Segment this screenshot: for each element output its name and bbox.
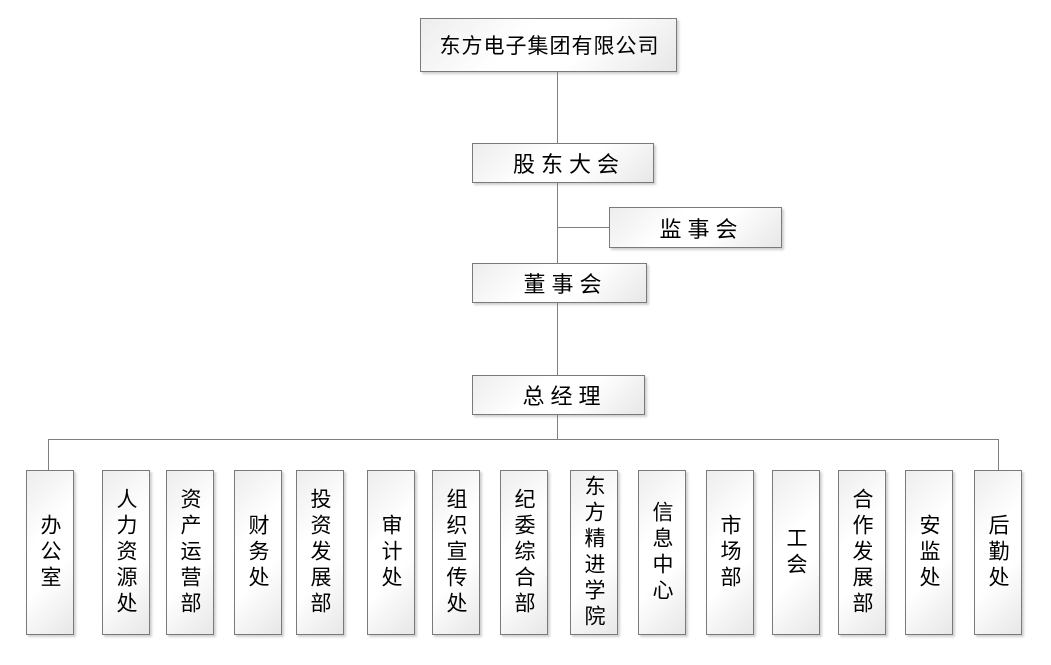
node-general-manager-label: 总经理: [522, 385, 607, 410]
node-general-manager: 总经理: [472, 375, 645, 415]
node-dept-marketing-label: 市场部: [718, 513, 742, 592]
node-dept-logistics: 后勤处: [974, 470, 1022, 635]
connector-board-to-gm: [556, 303, 558, 375]
node-dept-audit-label: 审计处: [379, 513, 403, 592]
connector-branch-to-supervisory: [557, 226, 609, 228]
node-dept-finance-label: 财务处: [246, 513, 270, 592]
node-dept-discipline-inspection-label: 纪委综合部: [512, 487, 536, 618]
node-dept-information-center-label: 信息中心: [650, 500, 674, 605]
node-dept-labor-union: 工会: [772, 470, 820, 635]
node-dept-logistics-label: 后勤处: [986, 513, 1010, 592]
node-company-label: 东方电子集团有限公司: [439, 34, 660, 58]
node-dept-human-resources: 人力资源处: [102, 470, 150, 635]
node-dept-discipline-inspection: 纪委综合部: [500, 470, 548, 635]
node-dept-organization-publicity-label: 组织宣传处: [444, 487, 468, 618]
node-board-of-directors-label: 董事会: [523, 273, 608, 298]
node-dept-organization-publicity: 组织宣传处: [432, 470, 480, 635]
node-dept-marketing: 市场部: [706, 470, 754, 635]
node-supervisory-board: 监事会: [609, 207, 782, 248]
node-dept-human-resources-label: 人力资源处: [114, 487, 138, 618]
node-shareholders-meeting-label: 股东大会: [512, 153, 625, 178]
connector-gm-to-main-rail: [556, 415, 558, 440]
node-dept-information-center: 信息中心: [638, 470, 686, 635]
node-supervisory-board-label: 监事会: [659, 217, 744, 243]
node-dept-asset-operations: 资产运营部: [166, 470, 214, 635]
connector-rail-to-last-dept: [997, 439, 999, 470]
connector-shareholders-to-board: [556, 183, 558, 263]
node-dept-office-label: 办公室: [38, 513, 62, 592]
node-board-of-directors: 董事会: [472, 263, 647, 303]
node-company: 东方电子集团有限公司: [420, 18, 677, 72]
node-dept-investment-development-label: 投资发展部: [308, 487, 332, 618]
node-dept-dongfang-jingjin-academy: 东方精进学院: [570, 470, 618, 635]
node-dept-dongfang-jingjin-academy-label: 东方精进学院: [582, 474, 606, 631]
connector-main-rail: [48, 438, 998, 440]
node-dept-finance: 财务处: [234, 470, 282, 635]
node-dept-safety-supervision-label: 安监处: [917, 513, 941, 592]
node-dept-office: 办公室: [26, 470, 74, 635]
connector-company-to-shareholders: [556, 72, 558, 143]
node-dept-cooperation-development: 合作发展部: [838, 470, 886, 635]
node-dept-safety-supervision: 安监处: [905, 470, 953, 635]
node-dept-labor-union-label: 工会: [784, 526, 808, 579]
node-dept-investment-development: 投资发展部: [296, 470, 344, 635]
node-dept-asset-operations-label: 资产运营部: [178, 487, 202, 618]
connector-rail-to-first-dept: [47, 439, 49, 470]
node-shareholders-meeting: 股东大会: [472, 143, 654, 183]
node-dept-cooperation-development-label: 合作发展部: [850, 487, 874, 618]
node-dept-audit: 审计处: [367, 470, 415, 635]
